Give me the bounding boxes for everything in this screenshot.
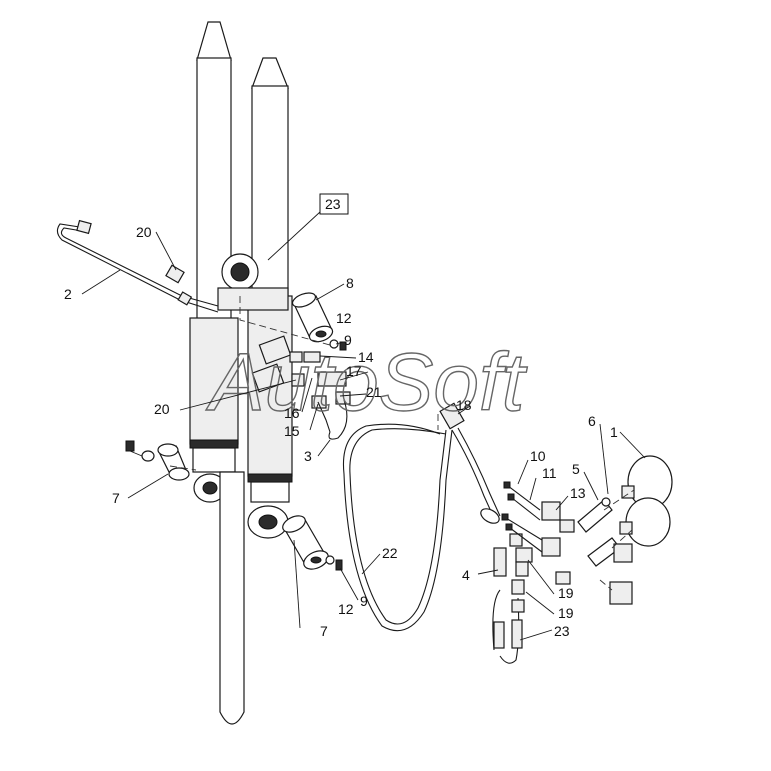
callout-6: 6 xyxy=(588,413,596,429)
callout-14: 14 xyxy=(358,349,374,365)
callout-1: 1 xyxy=(610,424,618,440)
callout-8: 8 xyxy=(346,275,354,291)
short-hydraulic-hose xyxy=(492,579,525,664)
callout-11: 11 xyxy=(542,465,557,481)
callout-21: 21 xyxy=(366,384,382,400)
callout-leaders xyxy=(81,211,646,641)
callout-9-upper: 9 xyxy=(344,332,352,348)
callout-19-lower: 19 xyxy=(558,605,574,621)
callout-labels: 1 2 3 4 5 6 7 7 8 9 9 10 11 12 12 13 14 … xyxy=(64,193,618,639)
bushing-left xyxy=(125,440,190,481)
callout-15: 15 xyxy=(284,423,300,439)
callout-22: 22 xyxy=(382,545,398,561)
fittings-cluster xyxy=(251,335,351,440)
hydraulic-tube xyxy=(56,223,219,313)
valves-and-clamps xyxy=(541,497,633,605)
callout-12-lower: 12 xyxy=(338,601,354,617)
callout-5: 5 xyxy=(572,461,580,477)
callout-20-lower: 20 xyxy=(154,401,170,417)
tee-fittings xyxy=(493,533,533,577)
callout-20-upper: 20 xyxy=(136,224,152,240)
callout-23-frame xyxy=(319,193,349,215)
callout-9-lower: 9 xyxy=(360,593,368,609)
callout-3: 3 xyxy=(304,448,312,464)
watermark-text: AutoSoft xyxy=(205,337,528,428)
bushing-upper xyxy=(291,292,334,343)
callout-23-lower: 23 xyxy=(554,623,570,639)
callout-7-lower: 7 xyxy=(320,623,328,639)
callout-13: 13 xyxy=(570,485,586,501)
callout-7-left: 7 xyxy=(112,490,120,506)
callout-2: 2 xyxy=(64,286,72,302)
callout-12-upper: 12 xyxy=(336,310,352,326)
callout-4: 4 xyxy=(462,567,470,583)
callout-16: 16 xyxy=(284,405,300,421)
callout-17: 17 xyxy=(346,363,362,379)
callout-23-boxed: 23 xyxy=(325,196,341,212)
callout-19-upper: 19 xyxy=(558,585,574,601)
bolts xyxy=(501,481,543,553)
tube-fitting xyxy=(76,219,193,306)
washer-and-bolt-upper xyxy=(329,339,347,351)
hydraulic-hose-loop xyxy=(342,402,501,632)
accumulators xyxy=(619,455,673,547)
right-hydraulic-cylinder xyxy=(217,57,293,539)
callout-10: 10 xyxy=(530,448,546,464)
bushing-lower xyxy=(282,515,343,571)
alignment-lines xyxy=(169,296,635,591)
callout-18: 18 xyxy=(456,397,472,413)
